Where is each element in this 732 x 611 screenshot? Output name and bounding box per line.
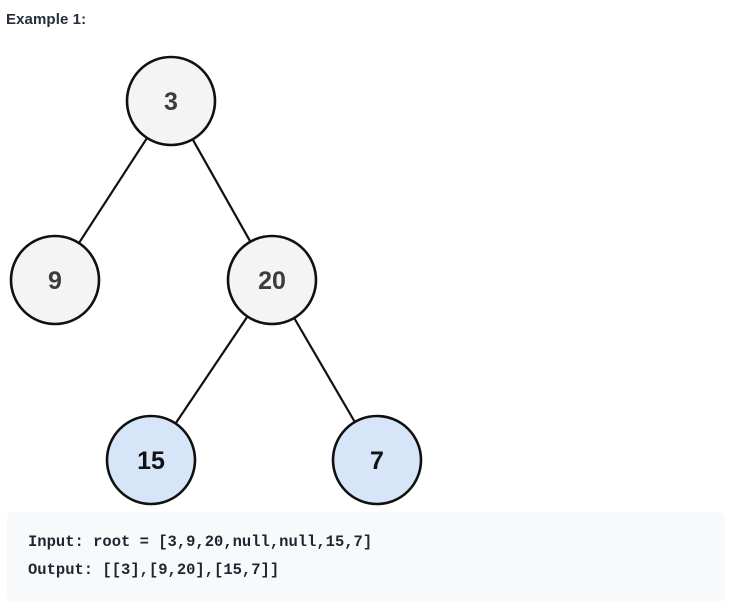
tree-edge-root-to-left: [77, 136, 149, 245]
tree-svg-canvas: 3 9 20 15 7: [9, 55, 423, 506]
tree-node-circle-9: [9, 234, 101, 326]
tree-node-label-20: 20: [258, 267, 286, 295]
tree-edge-right-to-right-left: [174, 315, 249, 425]
tree-node-label-15: 15: [137, 447, 165, 475]
tree-node-7: 7: [331, 414, 423, 506]
tree-node-label-3: 3: [164, 88, 178, 116]
example-code-block: Input: root = [3,9,20,null,null,15,7] Ou…: [7, 512, 725, 602]
tree-node-circle-15: [105, 414, 197, 506]
tree-node-circle-20: [226, 234, 318, 326]
tree-node-circle-7: [331, 414, 423, 506]
binary-tree-diagram: 3 9 20 15 7: [0, 40, 460, 510]
tree-node-circle-3: [125, 55, 217, 147]
page-title: Example 1:: [6, 11, 87, 28]
code-line-input: Input: root = [3,9,20,null,null,15,7]: [28, 533, 373, 551]
tree-node-3: 3: [125, 55, 217, 147]
tree-node-label-9: 9: [48, 267, 62, 295]
tree-node-15: 15: [105, 414, 197, 506]
tree-edge-layer: [77, 136, 356, 425]
tree-edge-root-to-right: [191, 138, 252, 243]
tree-node-label-7: 7: [370, 447, 384, 475]
tree-node-layer: 3 9 20 15 7: [9, 55, 423, 506]
code-line-output: Output: [[3],[9,20],[15,7]]: [28, 561, 280, 579]
tree-node-20: 20: [226, 234, 318, 326]
tree-node-9: 9: [9, 234, 101, 326]
tree-edge-right-to-right-right: [293, 316, 356, 424]
